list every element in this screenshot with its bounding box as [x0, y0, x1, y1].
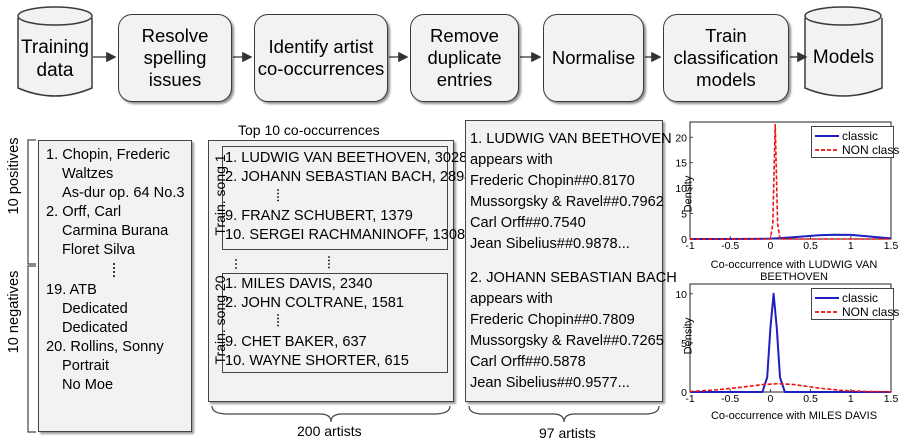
x-tick-label: -1 — [685, 240, 694, 252]
normalised-panel — [465, 120, 663, 402]
chart-miles-davis: -1 -0.5 0 0.5 1 1.5 0 5 10 Density Co-occurrence… — [668, 280, 900, 430]
x-tick-label: 0.5 — [803, 240, 818, 252]
models-cylinder — [804, 6, 883, 97]
y-tick-label: 10 — [675, 289, 687, 301]
cooc-ellipsis — [328, 256, 330, 269]
norm-artist-1-line-2: Mussorgsky & Ravel##0.7962 — [470, 194, 664, 210]
chart-beethoven: -1 -0.5 0 0.5 1 1.5 0 5 10 15 20 Density Co-occurr… — [668, 118, 900, 283]
norm-artist-1-appears: appears with — [470, 152, 553, 168]
norm-artist-2-line-3: Carl Orff##0.5878 — [470, 354, 586, 370]
cooc-brace — [211, 405, 451, 423]
song-item-20-title: Portrait — [62, 358, 110, 374]
song1-item-10: 10. SERGEI RACHMANINOFF, 1308 — [225, 227, 466, 243]
x-tick-label: -0.5 — [721, 393, 739, 405]
norm-brace-label: 97 artists — [539, 425, 596, 441]
song-item-1: 1. Chopin, Frederic — [46, 147, 171, 163]
positives-label: 10 positives — [6, 137, 22, 215]
norm-artist-1-line-1: Frederic Chopin##0.8170 — [470, 173, 635, 189]
song1-ellipsis — [277, 189, 279, 202]
song-item-2: 2. Orff, Carl — [46, 204, 122, 220]
song-item-20: 20. Rollins, Sonny — [46, 339, 164, 355]
y-tick-label: 20 — [675, 132, 687, 144]
legend-nonclassic-label: NON classic — [842, 305, 900, 319]
song20-box — [222, 273, 448, 373]
norm-artist-2: 2. JOHANN SEBASTIAN BACH — [470, 270, 677, 286]
song-item-2-title: Carmina Burana — [62, 223, 169, 239]
song-item-19-track: Dedicated — [62, 320, 128, 336]
norm-brace — [468, 405, 660, 423]
x-tick-label: -0.5 — [721, 240, 739, 252]
song-item-20-track: No Moe — [62, 377, 114, 393]
song-item-1-track: As-dur op. 64 No.3 — [62, 185, 185, 201]
song20-item-10: 10. WAYNE SHORTER, 615 — [225, 353, 409, 369]
song1-item-1: 1. LUDWIG VAN BEETHOVEN, 3028 — [225, 150, 468, 166]
x-tick-label: 1.5 — [884, 393, 899, 405]
ellipsis-dots — [113, 263, 115, 277]
series-classic-line — [690, 233, 892, 240]
x-tick-label: 0.5 — [803, 393, 818, 405]
song20-item-1: 1. MILES DAVIS, 2340 — [225, 276, 373, 292]
cooc-ellipsis-left — [235, 259, 237, 269]
song1-item-9: 9. FRANZ SCHUBERT, 1379 — [225, 208, 413, 224]
chart-miles-davis-ylabel: Density — [682, 317, 695, 355]
song20-ellipsis — [277, 314, 279, 327]
y-tick-label: 5 — [681, 209, 687, 221]
norm-artist-2-line-1: Frederic Chopin##0.7809 — [470, 312, 635, 328]
song20-item-9: 9. CHET BAKER, 637 — [225, 334, 367, 350]
x-tick-label: 0 — [767, 240, 773, 252]
training-data-cylinder — [17, 6, 93, 97]
norm-artist-1-line-4: Jean Sibelius##0.9878... — [470, 236, 630, 252]
y-tick-label: 10 — [675, 183, 687, 195]
song20-item-2: 2. JOHN COLTRANE, 1581 — [225, 295, 404, 311]
series-classic-line — [690, 292, 891, 393]
chart-beethoven-legend: classic NON classic — [811, 126, 900, 158]
x-tick-label: 1 — [848, 240, 854, 252]
norm-artist-1: 1. LUDWIG VAN BEETHOVEN — [470, 131, 672, 147]
y-tick-label: 15 — [675, 158, 687, 170]
song-item-2-track: Floret Silva — [62, 242, 135, 258]
chart-beethoven-ylabel: Density — [682, 175, 695, 213]
norm-artist-1-line-3: Carl Orff##0.7540 — [470, 215, 586, 231]
y-tick-label: 0 — [681, 234, 687, 246]
series-non-classic-line — [689, 382, 892, 393]
song-item-1-title: Waltzes — [62, 166, 114, 182]
x-tick-label: 1.5 — [884, 240, 899, 252]
training-songs-panel — [38, 140, 192, 432]
x-tick-label: -1 — [685, 393, 694, 405]
y-tick-label: 0 — [681, 387, 687, 399]
song1-box — [222, 146, 448, 250]
chart-miles-davis-legend: classic NON classic — [811, 288, 900, 320]
song-item-19-title: Dedicated — [62, 301, 128, 317]
song-item-19: 19. ATB — [46, 282, 97, 298]
norm-artist-2-appears: appears with — [470, 291, 553, 307]
x-tick-label: 0 — [767, 393, 773, 405]
x-tick-label: 1 — [848, 393, 854, 405]
cooc-brace-label: 200 artists — [297, 423, 362, 439]
positives-negatives-brackets — [27, 139, 36, 433]
chart-miles-davis-xlabel: Co-occurrence with MILES DAVIS — [710, 410, 878, 422]
song1-item-2: 2. JOHANN SEBASTIAN BACH, 2894 — [225, 169, 473, 185]
legend-classic-label: classic — [842, 129, 879, 143]
models-label: Models — [812, 47, 875, 68]
legend-nonclassic-label: NON classic — [842, 143, 900, 157]
negatives-label: 10 negatives — [6, 270, 22, 354]
step-normalise: Normalise — [543, 14, 644, 102]
pipeline-shapes — [17, 6, 883, 97]
norm-artist-2-line-4: Jean Sibelius##0.9577... — [470, 375, 630, 391]
y-tick-label: 5 — [681, 338, 687, 350]
cooc-title: Top 10 co-occurrences — [238, 122, 380, 138]
legend-classic-label: classic — [842, 291, 879, 305]
norm-artist-2-line-2: Mussorgsky & Ravel##0.7265 — [470, 333, 664, 349]
